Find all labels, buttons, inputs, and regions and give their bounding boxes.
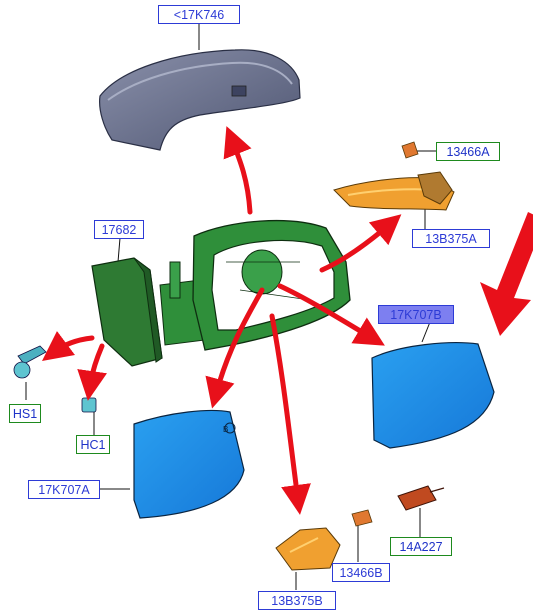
label-clip-hc1: HC1	[76, 435, 110, 454]
bulb-lower-part	[351, 509, 373, 527]
label-motor: 14A227	[390, 537, 452, 556]
large-red-arrow	[480, 212, 533, 336]
label-indicator-lower: 13B375B	[258, 591, 336, 610]
screw-part	[13, 345, 47, 379]
label-mirror-cap: <17K746	[158, 5, 240, 24]
indicator-upper-part	[333, 171, 455, 211]
label-bulb-upper: 13466A	[436, 142, 500, 161]
bulb-upper-part	[401, 141, 419, 159]
glass-badge: B	[223, 425, 228, 434]
mirror-glass-right-part	[371, 342, 495, 449]
motor-part	[397, 485, 445, 511]
red-arrows	[41, 126, 402, 515]
label-screw-hs1: HS1	[9, 404, 41, 423]
label-glass-right: 17K707B	[378, 305, 454, 324]
indicator-lower-part	[275, 527, 341, 571]
label-glass-left: 17K707A	[28, 480, 100, 499]
mirror-cap-part	[99, 49, 301, 151]
mirror-housing-part	[91, 219, 351, 367]
clip-part	[81, 397, 97, 413]
label-mirror-housing: 17682	[94, 220, 144, 239]
leader-lines	[25, 24, 436, 590]
label-bulb-lower: 13466B	[332, 563, 390, 582]
label-indicator-upper: 13B375A	[412, 229, 490, 248]
mirror-glass-left-part: B	[133, 409, 245, 519]
